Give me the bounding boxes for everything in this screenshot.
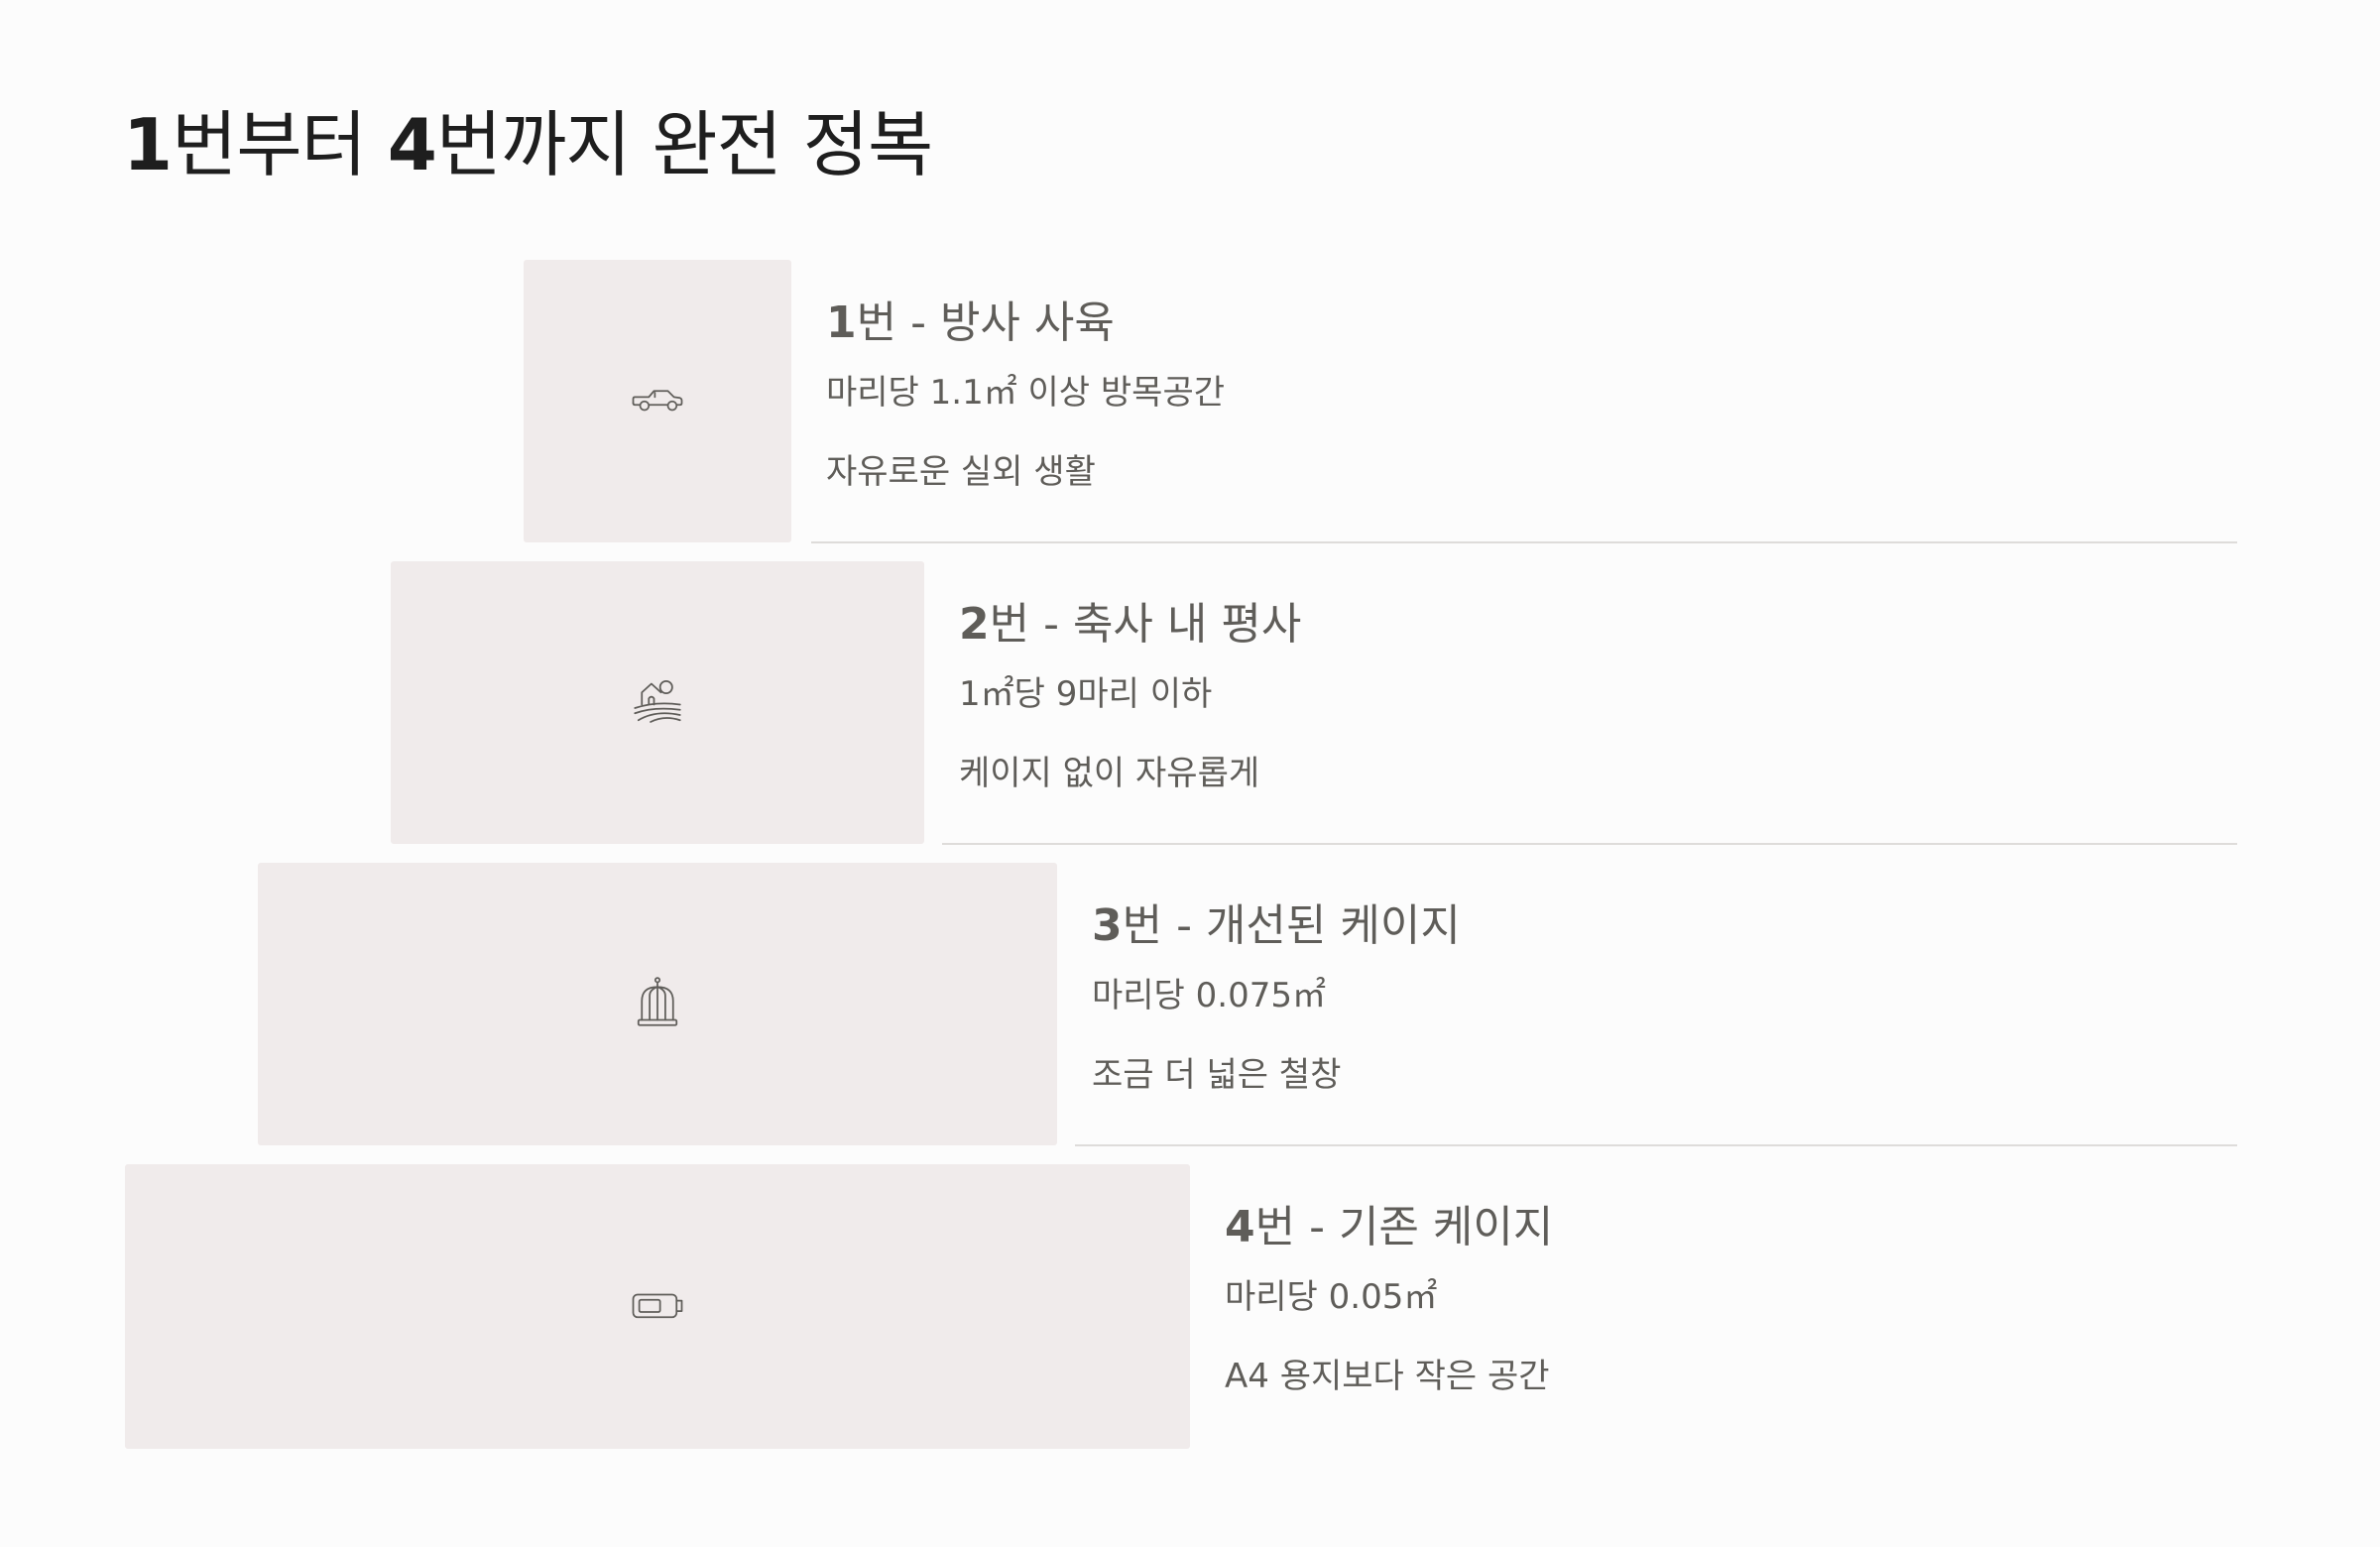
row-1-title: 1번 - 방사 사육 [826, 294, 1225, 353]
row-2-label: 번 - 축사 내 평사 [989, 599, 1302, 650]
row-4-summary: A4 용지보다 작은 공간 [1225, 1357, 1550, 1396]
row-4-label: 번 - 기존 케이지 [1254, 1202, 1554, 1252]
row-3-image-box [258, 863, 1057, 1145]
row-3-text: 3번 - 개선된 케이지 마리당 0.075㎡ 조금 더 넓은 철창 [1092, 896, 1461, 1099]
row-2-number: 2 [959, 599, 990, 650]
birdcage-icon [630, 975, 685, 1034]
row-2-title: 2번 - 축사 내 평사 [959, 595, 1301, 654]
row-1-detail: 마리당 1.1㎡ 이상 방목공간 [826, 373, 1226, 413]
row-1-number: 1 [826, 298, 857, 348]
row-4-image-box [125, 1164, 1190, 1449]
row-3-detail: 마리당 0.075㎡ [1092, 976, 1326, 1015]
farm-barn-icon [630, 673, 685, 733]
row-4-text: 4번 - 기존 케이지 마리당 0.05㎡ A4 용지보다 작은 공간 [1225, 1198, 1553, 1400]
row-1-divider [811, 541, 2237, 543]
row-3-summary: 조금 더 넓은 철창 [1092, 1055, 1342, 1095]
title-text-start: 번부터 [172, 103, 388, 186]
page-title: 1번부터 4번까지 완전 정복 [123, 95, 933, 194]
title-text-end: 번까지 완전 정복 [435, 103, 933, 186]
row-2-summary: 케이지 없이 자유롭게 [959, 754, 1260, 793]
row-4-title: 4번 - 기존 케이지 [1225, 1198, 1553, 1257]
row-3-number: 3 [1092, 900, 1123, 951]
row-2-divider [942, 843, 2237, 845]
title-number-start: 1 [123, 103, 173, 186]
row-1-summary: 자유로운 실외 생활 [826, 452, 1096, 492]
row-3-title: 3번 - 개선된 케이지 [1092, 896, 1461, 956]
battery-icon [630, 1277, 685, 1337]
row-2-text: 2번 - 축사 내 평사 1㎡당 9마리 이하 케이지 없이 자유롭게 [959, 595, 1301, 797]
pickup-truck-icon [630, 372, 685, 431]
row-1-label: 번 - 방사 사육 [856, 298, 1115, 348]
row-1-image-box [524, 260, 791, 542]
row-3-divider [1075, 1144, 2237, 1146]
row-4-number: 4 [1225, 1202, 1255, 1252]
row-4-detail: 마리당 0.05㎡ [1225, 1277, 1438, 1317]
row-3-label: 번 - 개선된 케이지 [1122, 900, 1461, 951]
row-1-text: 1번 - 방사 사육 마리당 1.1㎡ 이상 방목공간 자유로운 실외 생활 [826, 294, 1225, 496]
row-2-detail: 1㎡당 9마리 이하 [959, 674, 1213, 714]
row-2-image-box [391, 561, 924, 844]
title-number-end: 4 [387, 103, 437, 186]
